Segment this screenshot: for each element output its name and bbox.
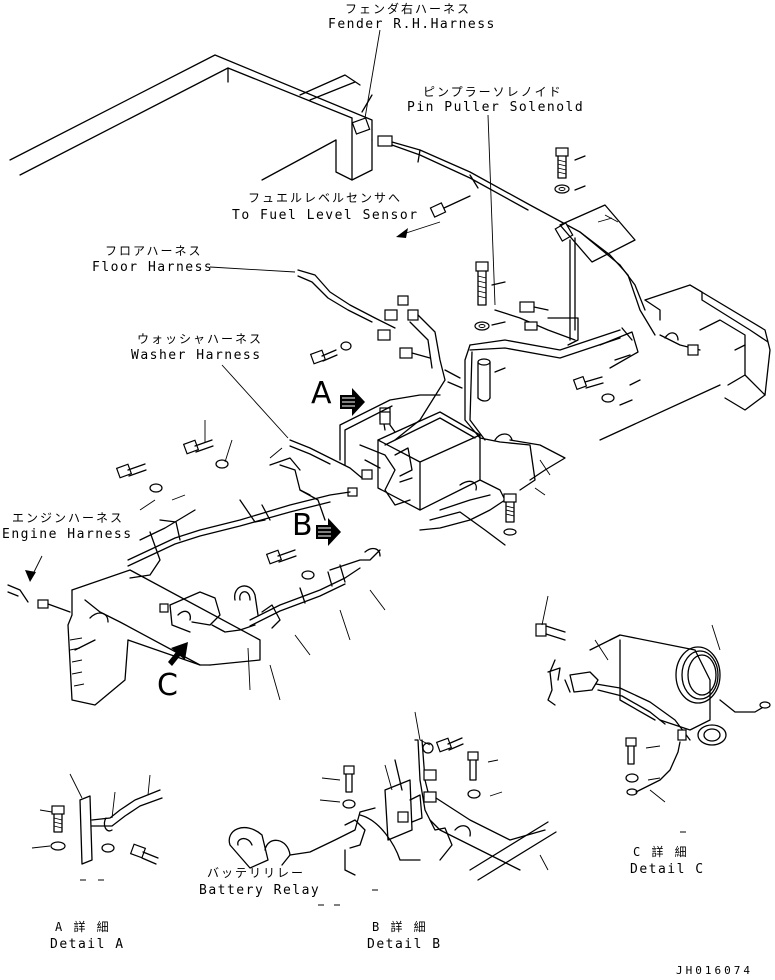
bolt-right-pair [572,354,641,406]
detail-b-drawing [228,711,557,906]
bolt-floor [309,341,352,365]
engine-arrow [25,570,36,582]
callout-leaders [29,29,619,701]
upper-harness [377,135,656,341]
washer-harness [289,394,441,479]
bolts-left [115,439,315,580]
engine-harness-label-jp: エンジンハーネス [12,511,125,525]
washer-harness-label: Washer Harness [131,348,262,363]
washer-harness-label-jp: ウォッシャハーネス [137,332,264,346]
bolt-pin-puller [474,261,506,331]
fuel-sensor-label-jp: フュエルレベルセンサへ [248,191,403,205]
view-arrow-b [316,518,341,546]
battery-relay-label: Battery Relay [199,883,321,898]
detail-a-title: Detail A [50,937,125,952]
view-marker-a: A [311,376,332,411]
controller-box [347,407,481,511]
bolt-box-right [503,493,517,536]
view-arrow-c [168,642,188,666]
pin-puller-label: Pin Puller Solenold [407,100,585,115]
pin-puller-solenoid [469,301,639,369]
battery-relay-label-jp: バッテリリレー [207,866,306,880]
engine-frame [67,569,261,706]
view-marker-c: C [157,668,178,703]
detail-c-drawing [535,595,771,833]
fender-connector [351,94,373,135]
fender-harness-label: Fender R.H.Harness [328,17,496,32]
floor-harness [297,269,463,441]
fuel-sensor-label: To Fuel Level Sensor [232,208,419,223]
mount-plate [559,204,636,263]
floor-harness-label-jp: フロアハーネス [105,244,203,258]
battery-relay-block [159,585,281,633]
floor-harness-label: Floor Harness [92,260,214,275]
detail-a-drawing [31,773,163,881]
fender-panel [9,54,373,181]
right-loop-harness [419,344,566,546]
engine-harness-label: Engine Harness [2,527,133,542]
lower-harness-rail [127,457,381,627]
view-marker-b: B [292,508,313,543]
fender-harness-label-jp: フェンダ右ハーネス [345,2,472,16]
detail-c-title: Detail C [630,862,705,877]
right-tank-box [599,284,771,441]
detail-b-title-jp: B 詳 細 [372,920,428,934]
detail-a-title-jp: A 詳 細 [55,920,111,934]
detail-b-title: Detail B [367,937,442,952]
engine-connector [7,584,71,613]
fuel-arrow [396,221,441,238]
view-arrow-a [340,388,365,416]
detail-c-title-jp: C 詳 細 [633,845,689,859]
spacer-post [477,358,506,402]
pin-puller-label-jp: ピンプラーソレノイド [423,85,563,99]
bolt-top [554,147,586,194]
drawing-code: JH016074 [676,964,753,977]
